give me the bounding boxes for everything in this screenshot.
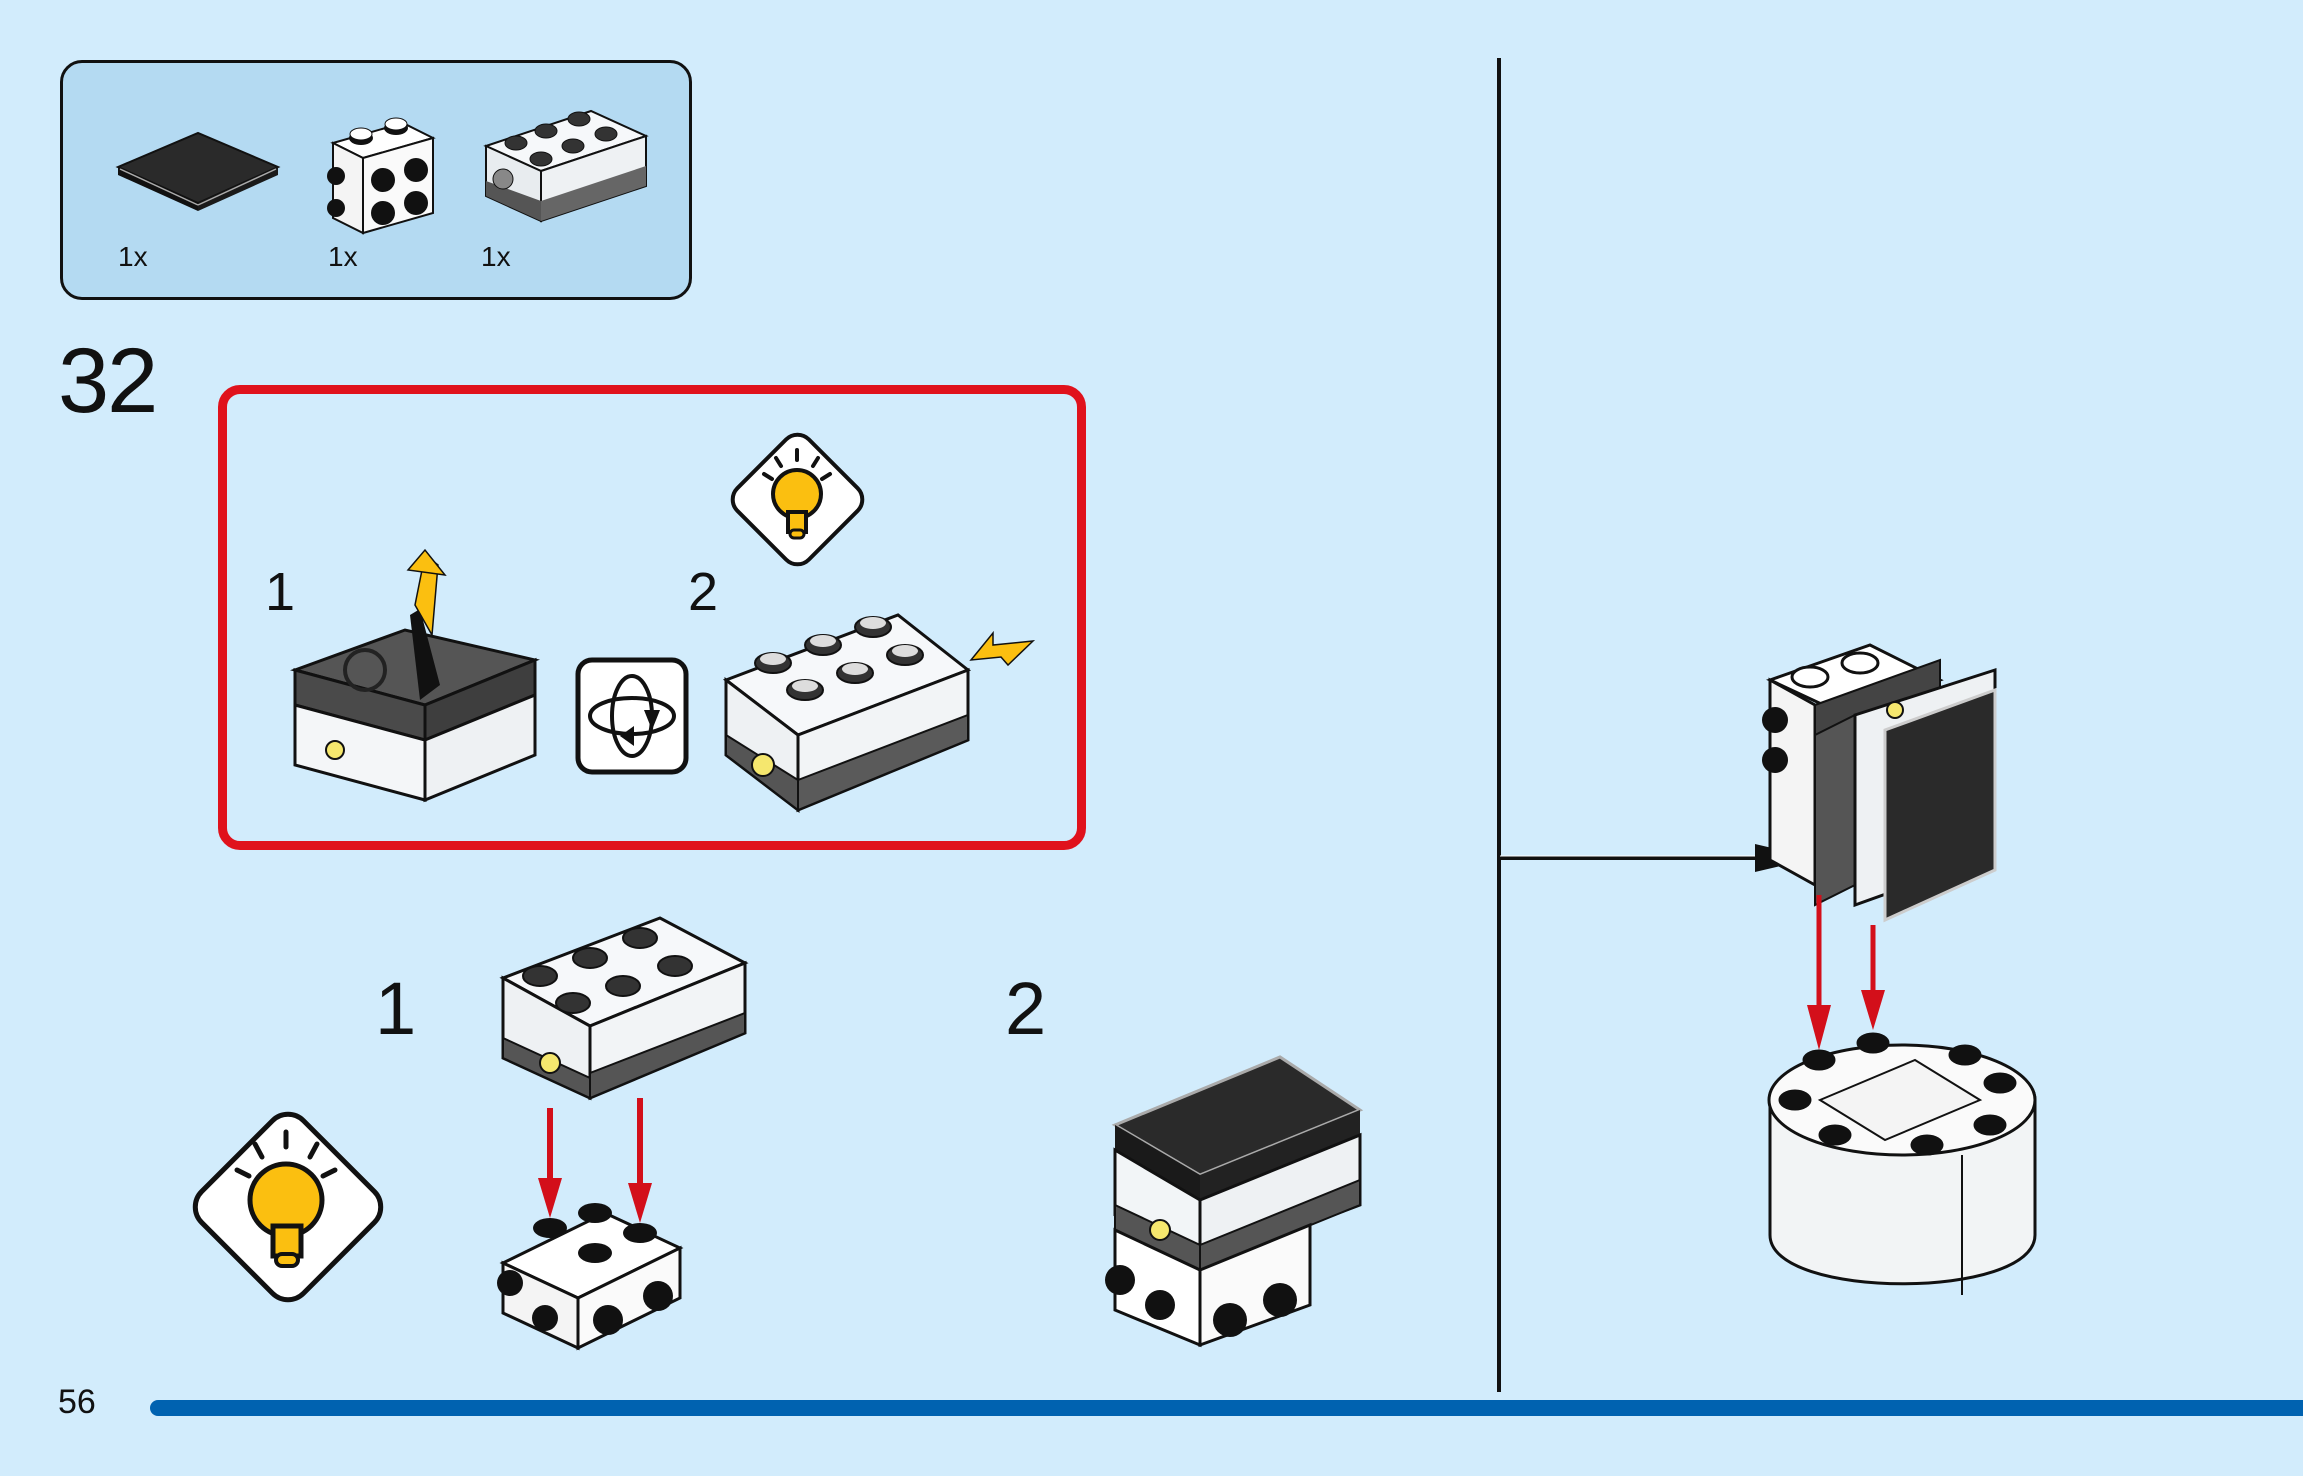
part-quantity: 1x (118, 241, 148, 272)
lightbulb-tip-icon (730, 432, 865, 567)
substep-label: 2 (1005, 967, 1047, 1050)
light-brick-press-icon (722, 613, 1036, 814)
parts-list-box: 1x 1x 1x (60, 60, 692, 300)
light-brick-remove-tab-icon (290, 548, 540, 803)
black-tile-icon (115, 131, 281, 211)
part-quantity: 1x (481, 241, 511, 272)
substep-label: 1 (375, 967, 417, 1050)
page-number: 56 (58, 1383, 96, 1421)
callout-box (218, 385, 1086, 850)
light-brick-icon (483, 109, 649, 223)
part-quantity: 1x (328, 241, 358, 272)
page-divider (1497, 58, 1501, 1392)
progress-bar (150, 1400, 2303, 1416)
rotate-model-icon (575, 657, 689, 775)
add-tile-icon (1105, 1055, 1364, 1348)
callout-substep-label: 1 (265, 562, 296, 622)
lightbulb-tip-icon (192, 1111, 384, 1303)
attach-to-round-base-icon (1762, 643, 2037, 1295)
callout-substep-label: 2 (688, 562, 719, 622)
white-side-stud-brick-icon (327, 117, 436, 235)
step-number: 32 (58, 330, 158, 432)
attach-light-brick-icon (497, 916, 749, 1351)
